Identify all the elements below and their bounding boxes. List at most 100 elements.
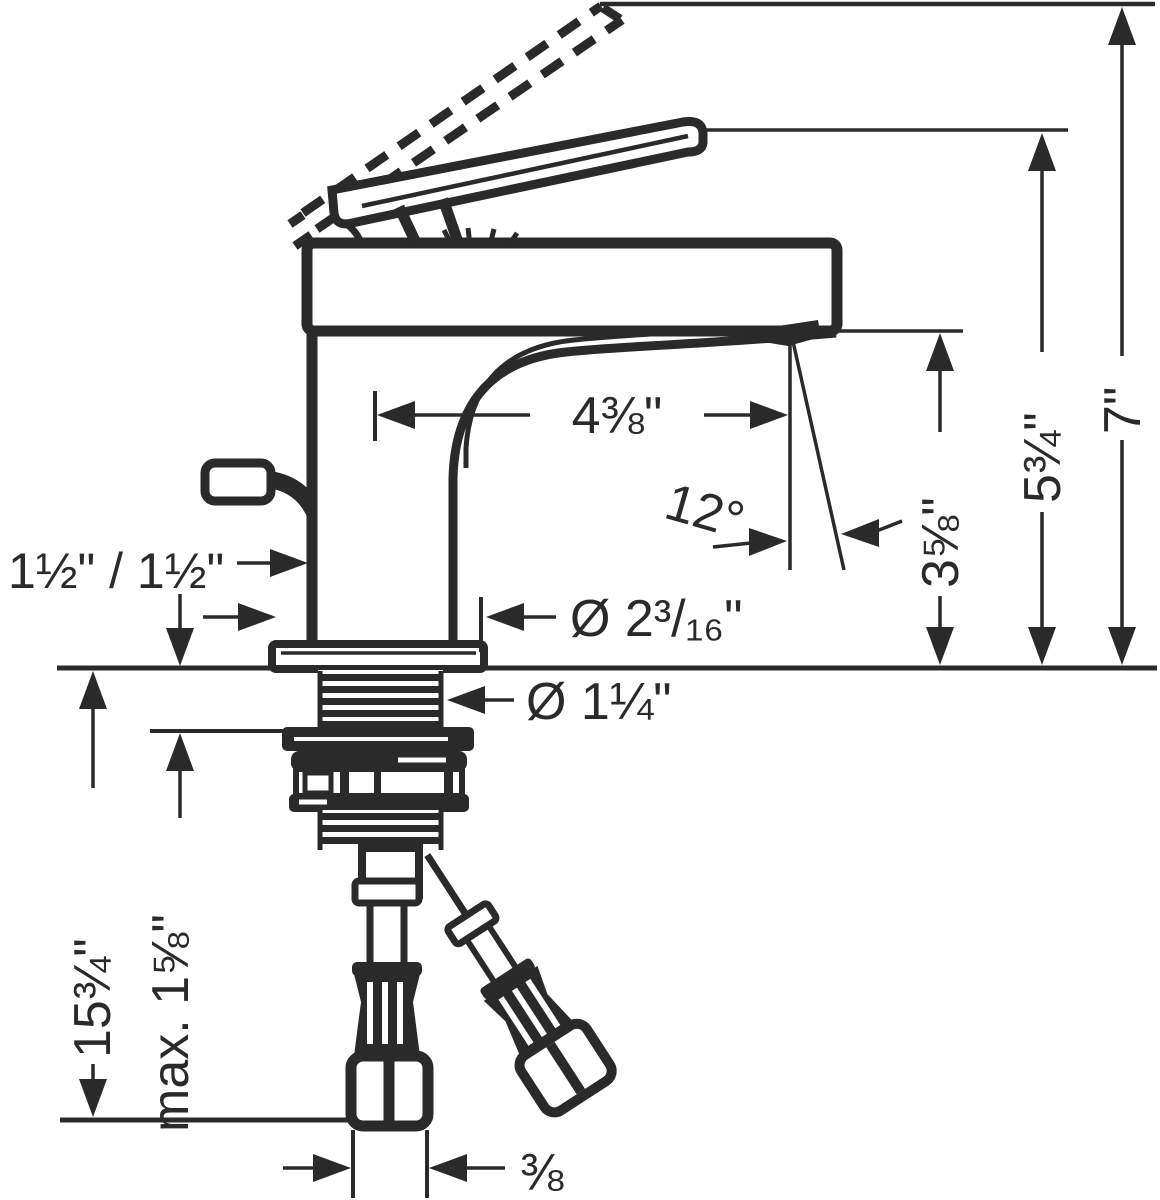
hose-wall-left	[463, 937, 497, 983]
thread-stripe	[322, 837, 440, 844]
mounting-hardware	[282, 670, 474, 899]
arrowhead-down	[1108, 627, 1136, 665]
thread-stripe	[322, 674, 440, 681]
braid-cap	[352, 962, 422, 976]
handle-height-label: 5¾"	[1014, 412, 1072, 503]
dim-handle-height: 5¾"	[1014, 133, 1072, 665]
hose-leader	[424, 853, 470, 918]
shank-diameter-label: Ø 1¼"	[526, 673, 672, 731]
arrowhead-left	[447, 686, 485, 714]
arrowhead-left	[486, 603, 524, 631]
pop-up-rod-knob	[200, 458, 276, 506]
braid-slot	[367, 982, 373, 1044]
spout-reach-label: 4⅜"	[572, 387, 663, 445]
hose-wall-right	[485, 923, 519, 969]
outlet-height-label: 3⅝"	[912, 497, 970, 588]
thread-stripe	[322, 825, 440, 832]
angled-stream-line	[790, 336, 846, 571]
handle-strut-rear	[437, 197, 465, 247]
handle-base-ticks	[441, 227, 520, 248]
thread-stripe	[322, 721, 440, 727]
hex-nut-divider	[546, 1041, 586, 1095]
braid-cap	[480, 958, 535, 999]
escutcheon-base	[268, 640, 488, 673]
arrowhead-down	[79, 1079, 107, 1117]
supply-hose-angled	[424, 853, 617, 1118]
drain-window	[302, 770, 334, 796]
arrowhead-up	[1108, 7, 1136, 45]
max-thickness-label: max. 1⅝"	[142, 914, 200, 1132]
aerator-outlet	[745, 320, 821, 346]
dashed-handle-tip	[600, 4, 623, 23]
arrowhead-down	[926, 627, 954, 665]
dashed-handle-pivot-mark-1	[287, 211, 306, 228]
arrowhead-to-body	[270, 549, 308, 577]
body-fill	[312, 331, 836, 646]
dashed-handle-top-edge	[300, 2, 604, 217]
braid-slot	[397, 982, 403, 1044]
dashed-handle-pivot-mark-2	[292, 231, 314, 250]
arrowhead-up	[926, 333, 954, 371]
base-tick	[506, 231, 520, 247]
thread-stripe	[322, 698, 440, 705]
dim-hose-length: 15¾"	[64, 671, 122, 1117]
hose-length-label: 15¾"	[64, 938, 122, 1058]
lever-inner-line	[361, 133, 689, 209]
faucet-body	[301, 237, 843, 648]
thread-stripe	[322, 686, 440, 693]
dim-spout-angle: 12°	[659, 473, 903, 556]
braid-slot	[511, 987, 547, 1037]
dim-max-thickness: max. 1⅝"	[142, 733, 200, 1132]
shank-threads	[317, 671, 444, 728]
braid-slot	[525, 978, 561, 1029]
dim-outlet-height: 3⅝"	[912, 333, 970, 665]
dim-supply-connection: ⅜	[283, 1130, 564, 1200]
thread-stripe	[322, 710, 440, 717]
arrowhead-up	[1028, 133, 1056, 171]
lower-threads	[317, 810, 444, 850]
base-tick	[465, 227, 473, 246]
arrowhead-left	[377, 401, 415, 429]
supply-connection-label: ⅜	[520, 1144, 564, 1200]
hose-collar	[444, 900, 500, 948]
dim-left-offsets: 1½" / 1½"	[8, 543, 308, 666]
arrowhead-up	[166, 733, 194, 771]
arrowhead-to-vertical	[749, 528, 787, 556]
braid-slot	[382, 982, 388, 1044]
dim-spout-reach: 4⅜"	[373, 387, 788, 445]
hose-collar	[351, 877, 423, 907]
arrowhead-to-counter	[166, 628, 194, 666]
dim-base-diameter: Ø 2³/₁₆"	[479, 590, 743, 652]
arrowhead-up	[79, 671, 107, 709]
drain-slot	[444, 772, 453, 793]
drain-lower-band	[289, 794, 469, 812]
arrowhead-down	[1028, 627, 1056, 665]
handle-lever	[327, 117, 708, 248]
dim-raised-handle-height: 7"	[1094, 7, 1152, 665]
counter-lines	[57, 665, 1157, 1123]
handle-strut-front	[394, 204, 422, 248]
braid-slot	[498, 996, 534, 1046]
spout-angle-label: 12°	[659, 473, 751, 550]
dim-line	[712, 541, 752, 549]
arrowhead-right	[750, 401, 788, 429]
arrowhead-to-base	[238, 603, 276, 631]
drain-slot	[340, 772, 349, 793]
water-stream-reference	[788, 336, 846, 571]
handle-hinge-curve	[344, 221, 366, 248]
base-tick	[441, 228, 455, 248]
arrowhead-left	[429, 1154, 467, 1182]
base-tick	[487, 228, 497, 246]
left-offsets-label: 1½" / 1½"	[8, 543, 224, 599]
thread-stripe	[322, 813, 440, 820]
arrowhead-to-angled	[841, 519, 879, 547]
spout-beam	[301, 237, 843, 337]
base-diameter-label: Ø 2³/₁₆"	[570, 590, 743, 648]
arrowhead-right	[313, 1154, 351, 1182]
drain-slot	[374, 772, 381, 793]
raised-handle-height-label: 7"	[1094, 387, 1152, 434]
supply-hose-straight	[345, 877, 434, 1132]
spout-under-curve-outer	[448, 328, 837, 646]
